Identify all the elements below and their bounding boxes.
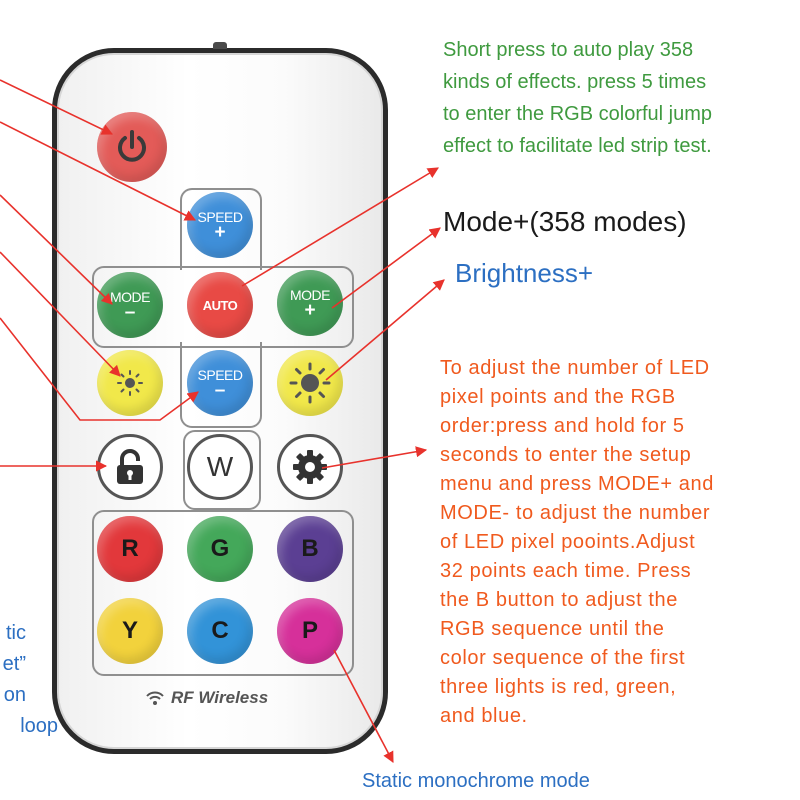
setup-line: menu and press MODE+ and <box>440 473 714 495</box>
rf-wireless-label: RF Wireless <box>145 688 268 708</box>
mode-down-button[interactable]: MODE – <box>97 272 163 338</box>
sun-small-icon <box>117 370 143 396</box>
purple-button-label: P <box>301 617 318 644</box>
brightness-up-button[interactable] <box>277 350 343 416</box>
gear-icon <box>293 450 327 484</box>
speed-down-button[interactable]: SPEED – <box>187 350 253 416</box>
power-icon <box>118 130 146 162</box>
mode-up-label: MODE <box>290 286 331 303</box>
left-partial-line: tic <box>6 622 26 644</box>
lock-button[interactable] <box>97 434 163 500</box>
remote-top-nub <box>213 42 227 49</box>
mode-down-sign: – <box>124 301 136 323</box>
power-button[interactable] <box>97 112 167 182</box>
white-button-label: W <box>206 451 234 482</box>
left-partial-note: tic et” on loop <box>0 618 58 742</box>
setup-note: To adjust the number of LED pixel points… <box>440 354 714 731</box>
setup-line: 32 points each time. Press <box>440 560 692 582</box>
setup-line: To adjust the number of LED <box>440 357 710 379</box>
auto-button[interactable]: AUTO <box>187 272 253 338</box>
green-button[interactable]: G <box>187 516 253 582</box>
w-button-frame <box>183 430 261 510</box>
mode-up-button[interactable]: MODE + <box>277 270 343 336</box>
color-buttons-frame <box>92 510 354 676</box>
speed-down-label: SPEED <box>197 366 243 383</box>
setup-line: color sequence of the first <box>440 647 686 669</box>
rf-wireless-text: RF Wireless <box>171 688 269 707</box>
red-button[interactable]: R <box>97 516 163 582</box>
blue-button[interactable]: B <box>277 516 343 582</box>
static-mode-note: Static monochrome mode <box>362 770 590 792</box>
auto-play-line: to enter the RGB colorful jump <box>443 103 713 125</box>
setup-line: seconds to enter the setup <box>440 444 692 466</box>
left-partial-line: loop <box>20 715 58 737</box>
white-button[interactable]: W <box>187 434 253 500</box>
auto-play-note: Short press to auto play 358 kinds of ef… <box>443 34 712 162</box>
settings-button[interactable] <box>277 434 343 500</box>
setup-line: order:press and hold for 5 <box>440 415 685 437</box>
wifi-icon <box>146 691 164 705</box>
mode-up-sign: + <box>304 299 316 321</box>
red-button-label: R <box>121 535 139 562</box>
sun-large-icon <box>289 362 331 404</box>
speed-up-sign: + <box>214 221 226 243</box>
cyan-button[interactable]: C <box>187 598 253 664</box>
lock-icon <box>117 449 143 484</box>
cyan-button-label: C <box>211 617 229 644</box>
setup-line: pixel points and the RGB <box>440 386 676 408</box>
auto-play-line: kinds of effects. press 5 times <box>443 71 707 93</box>
auto-play-line: effect to facilitate led strip test. <box>443 135 712 157</box>
blue-button-label: B <box>301 535 319 562</box>
setup-line: the B button to adjust the <box>440 589 678 611</box>
speed-up-button[interactable]: SPEED + <box>187 192 253 258</box>
left-partial-line: on <box>3 684 26 706</box>
mode-plus-note: Mode+(358 modes) <box>443 206 687 237</box>
setup-line: MODE- to adjust the number <box>440 502 711 524</box>
speed-up-label: SPEED <box>197 208 243 225</box>
yellow-button[interactable]: Y <box>97 598 163 664</box>
setup-line: of LED pixel pooints.Adjust <box>440 531 696 553</box>
speed-down-sign: – <box>214 379 226 401</box>
green-button-label: G <box>210 535 230 562</box>
purple-button[interactable]: P <box>277 598 343 664</box>
auto-label: AUTO <box>202 297 238 313</box>
brightness-plus-note: Brightness+ <box>455 258 594 288</box>
setup-line: three lights is red, green, <box>440 676 677 698</box>
yellow-button-label: Y <box>121 617 138 644</box>
left-partial-line: et” <box>2 653 26 675</box>
brightness-down-button[interactable] <box>97 350 163 416</box>
setup-line: and blue. <box>440 705 528 727</box>
setup-line: RGB sequence until the <box>440 618 665 640</box>
auto-play-line: Short press to auto play 358 <box>443 39 694 61</box>
